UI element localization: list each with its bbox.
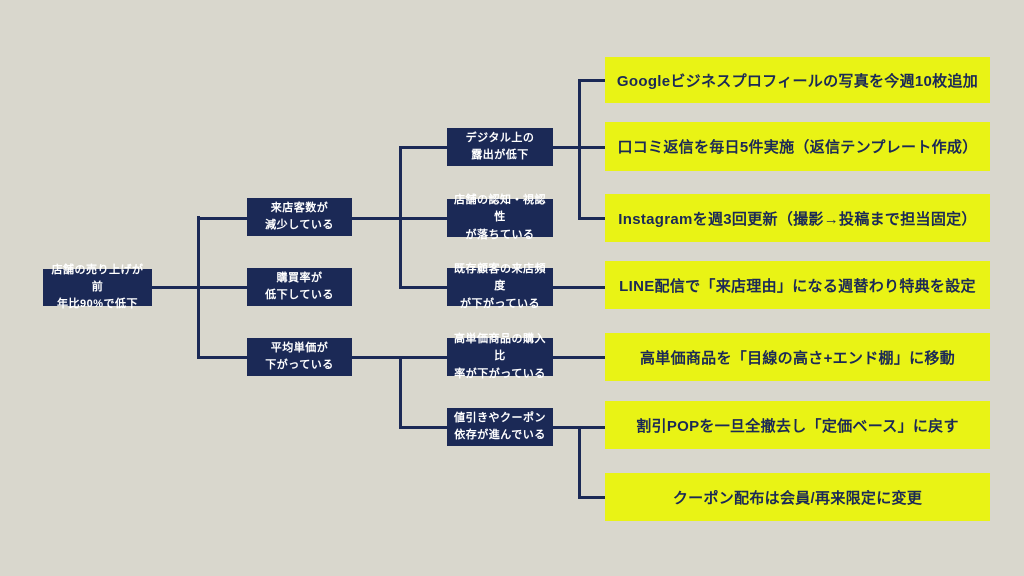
connector-line: [399, 146, 402, 288]
connector-line: [399, 285, 447, 289]
action-line-weekly-offer: LINE配信で「来店理由」になる週替わり特典を設定: [605, 261, 990, 309]
node-cause-visitor-decline: 来店客数が 減少している: [247, 198, 352, 236]
node-subcause-highprice-purchase-ratio: 高単価商品の購入比 率が下がっている: [447, 333, 553, 380]
connector-line: [578, 425, 581, 499]
node-subcause-repeat-visit-frequency: 既存顧客の来店頻度 が下がっている: [447, 263, 553, 310]
connector-line: [578, 495, 605, 499]
connector-line: [578, 79, 605, 82]
connector-line: [399, 146, 447, 149]
action-highprice-shelf-placement: 高単価商品を「目線の高さ+エンド棚」に移動: [605, 333, 990, 381]
action-remove-discount-pop: 割引POPを一旦全撤去し「定価ベース」に戻す: [605, 401, 990, 449]
connector-line: [152, 285, 197, 289]
node-subcause-digital-exposure: デジタル上の 露出が低下: [447, 128, 553, 166]
node-problem-sales-decline: 店舗の売り上げが前 年比90%で低下: [43, 264, 152, 310]
node-cause-purchase-rate-drop: 購買率が 低下している: [247, 268, 352, 306]
connector-line: [553, 356, 605, 359]
connector-line: [197, 356, 247, 359]
connector-line: [578, 216, 605, 220]
connector-line: [553, 285, 605, 289]
node-subcause-discount-dependence: 値引きやクーポン 依存が進んでいる: [447, 408, 553, 446]
connector-line: [399, 356, 402, 429]
connector-line: [197, 285, 247, 289]
node-cause-avg-price-drop: 平均単価が 下がっている: [247, 338, 352, 376]
connector-line: [578, 79, 581, 220]
action-instagram-updates: Instagramを週3回更新（撮影→投稿まで担当固定）: [605, 194, 990, 242]
connector-line: [399, 425, 447, 429]
connector-line: [197, 216, 247, 220]
node-subcause-store-visibility: 店舗の認知・視認性 が落ちている: [447, 194, 553, 241]
action-coupon-restriction: クーポン配布は会員/再来限定に変更: [605, 473, 990, 521]
action-google-profile-photos: Googleビジネスプロフィールの写真を今週10枚追加: [605, 57, 990, 103]
action-review-replies: 口コミ返信を毎日5件実施（返信テンプレート作成）: [605, 122, 990, 171]
